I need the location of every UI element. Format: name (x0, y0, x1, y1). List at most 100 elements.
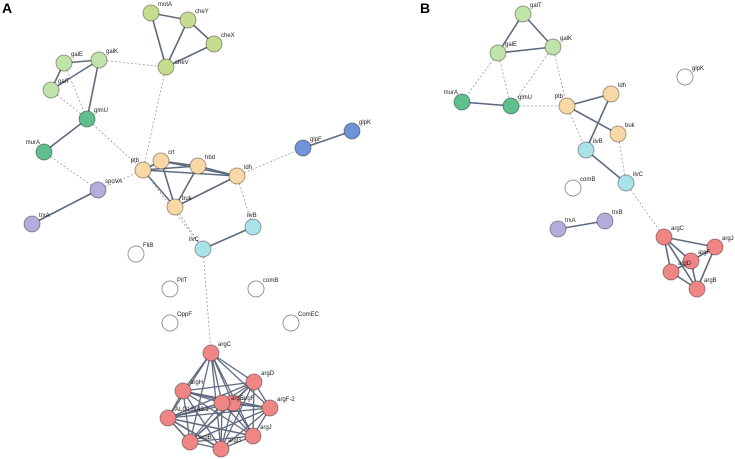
node-a-glmu[interactable] (78, 110, 96, 128)
node-b-ptb[interactable] (558, 97, 576, 115)
node-a-galt[interactable] (42, 81, 60, 99)
edge-a-alo18143-1-arge (167, 402, 223, 419)
node-b-galk[interactable] (544, 38, 562, 56)
node-b-buk[interactable] (609, 125, 627, 143)
node-b-glpk[interactable] (676, 68, 694, 86)
node-a-argb[interactable] (181, 433, 199, 451)
node-b-argb[interactable] (688, 280, 706, 298)
edge-a-galk-chev (98, 59, 167, 68)
node-b-argj[interactable] (706, 238, 724, 256)
edge-a-argc-argd (210, 352, 255, 383)
edge-a-argc-argb (189, 352, 212, 443)
node-a-hbd[interactable] (189, 157, 207, 175)
node-a-chev[interactable] (157, 58, 175, 76)
node-label-a-ldh: ldh (244, 165, 252, 171)
edge-b-ptb-buk (566, 105, 619, 135)
edge-a-ilvc-argc (202, 248, 212, 354)
node-a-pilt[interactable] (161, 280, 179, 298)
node-a-trxa[interactable] (23, 215, 41, 233)
node-b-gale[interactable] (489, 44, 507, 62)
node-a-crt[interactable] (152, 152, 170, 170)
node-label-a-chev: cheV (175, 60, 189, 66)
node-label-a-oppf: OppF (177, 312, 192, 318)
node-label-b-galk: galK (560, 36, 572, 42)
edge-a-glmu-mura (43, 118, 88, 153)
node-label-a-mota: motA (158, 2, 172, 8)
node-b-comb[interactable] (564, 179, 582, 197)
node-b-galt[interactable] (514, 5, 532, 23)
node-label-a-mura: murA (26, 140, 40, 146)
panel-letter-a: A (2, 0, 12, 16)
node-label-b-argb: argB (704, 278, 717, 284)
node-a-ldh[interactable] (228, 167, 246, 185)
edge-b-buk-ilvc (617, 133, 627, 184)
node-b-argc[interactable] (655, 228, 673, 246)
node-a-comb[interactable] (247, 280, 265, 298)
edge-b-ldh-ilvb (585, 93, 612, 151)
edge-b-gale-galk (497, 46, 554, 54)
node-b-trxa[interactable] (549, 220, 567, 238)
node-a-argj[interactable] (244, 427, 262, 445)
node-b-trxb[interactable] (596, 212, 614, 230)
edge-b-mura-glmu (461, 101, 512, 107)
node-b-mura[interactable] (453, 93, 471, 111)
edge-a-galk-glmu (86, 59, 100, 120)
edge-a-argc-argj (210, 352, 254, 437)
node-b-glmu[interactable] (502, 97, 520, 115)
node-label-a-ilvc: ilvC (189, 237, 200, 243)
edge-a-buk-ilvc (174, 206, 204, 250)
edge-a-glpf-glpk (302, 130, 353, 149)
node-a-galk[interactable] (90, 51, 108, 69)
node-label-b-trxa: trxA (565, 218, 576, 224)
node-label-a-arge: argE (231, 396, 244, 402)
node-label-a-argc: argC (218, 342, 232, 348)
node-label-b-ptb: ptb (555, 94, 564, 100)
node-a-alo18143-1[interactable] (159, 409, 177, 427)
node-a-glpf[interactable] (294, 139, 312, 157)
node-label-a-buk: buk (182, 196, 193, 202)
node-a-chey[interactable] (179, 11, 197, 29)
edge-a-alo18143-1-argj (167, 417, 254, 437)
node-b-ldh[interactable] (602, 85, 620, 103)
node-b-ilvc[interactable] (617, 174, 635, 192)
node-label-a-comec: ComEC (298, 312, 320, 318)
edge-a-spova-ptb (97, 169, 144, 191)
edge-a-ldh-buk (174, 175, 238, 208)
edge-a-argc-alo18143-1 (167, 352, 212, 419)
node-a-argc[interactable] (202, 344, 220, 362)
node-a-mota[interactable] (142, 4, 160, 22)
edge-a-crt-buk (160, 160, 176, 208)
edge-b-gale-mura (461, 52, 499, 103)
edge-b-argc-argb (663, 236, 698, 290)
node-a-argh[interactable] (174, 382, 192, 400)
node-label-b-ilvc: ilvC (633, 172, 644, 178)
node-a-comec[interactable] (282, 314, 300, 332)
node-a-ptb[interactable] (134, 161, 152, 179)
node-a-arge[interactable] (213, 394, 231, 412)
edge-a-argf-2-alo18143-1 (167, 407, 271, 419)
node-a-oppf[interactable] (161, 314, 179, 332)
node-a-argd[interactable] (245, 373, 263, 391)
node-a-buk[interactable] (166, 198, 184, 216)
node-label-a-pilt: PilT (177, 278, 188, 284)
node-a-flib[interactable] (127, 245, 145, 263)
node-label-b-buk: buk (625, 123, 636, 129)
node-a-mura[interactable] (35, 143, 53, 161)
node-a-ilvc[interactable] (194, 240, 212, 258)
node-b-argf[interactable] (682, 252, 700, 270)
node-a-chex[interactable] (205, 35, 223, 53)
node-b-ilvb[interactable] (577, 141, 595, 159)
edge-a-mura-spova (43, 151, 99, 191)
node-a-ilvb[interactable] (244, 218, 262, 236)
node-label-a-chey: cheY (195, 9, 209, 15)
edge-a-chex-chev (165, 43, 215, 68)
node-a-argg[interactable] (212, 440, 230, 458)
node-a-spova[interactable] (89, 181, 107, 199)
node-label-b-galt: galT (530, 3, 542, 9)
node-a-gale[interactable] (55, 54, 73, 72)
node-a-argf-2[interactable] (261, 399, 279, 417)
node-b-argd[interactable] (662, 263, 680, 281)
node-a-glpk[interactable] (343, 122, 361, 140)
